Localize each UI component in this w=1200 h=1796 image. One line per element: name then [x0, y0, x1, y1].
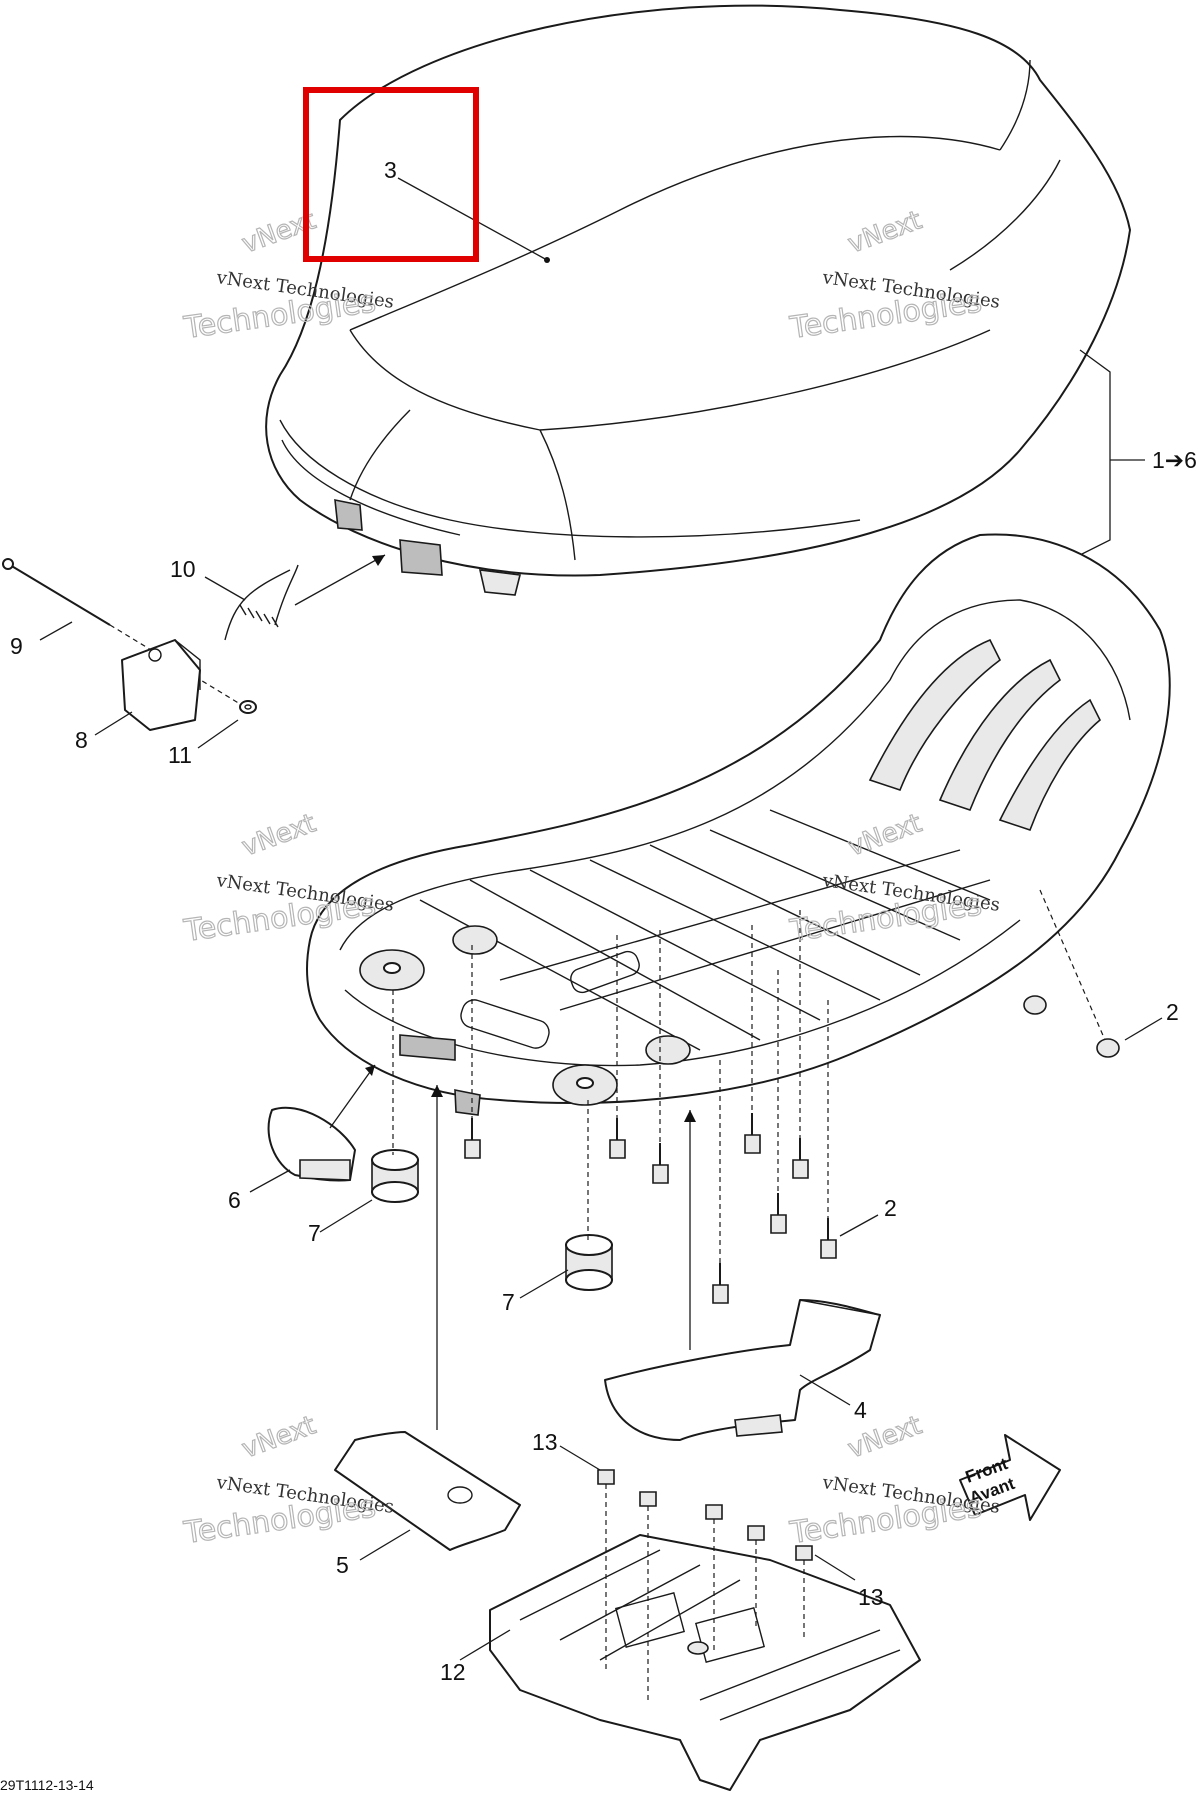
- svg-text:vNext: vNext: [238, 1410, 320, 1464]
- callout-10[interactable]: 10: [170, 556, 196, 582]
- callout-13-lower[interactable]: 13: [858, 1584, 884, 1610]
- latch-bracket-8[interactable]: [121, 639, 201, 731]
- callout-2-lower[interactable]: 2: [884, 1195, 897, 1221]
- seat-cushion[interactable]: [265, 4, 1131, 596]
- svg-text:vNext: vNext: [238, 808, 320, 862]
- skid-plate-12[interactable]: [489, 1534, 921, 1791]
- bolts-13[interactable]: [597, 1469, 813, 1700]
- callout-9[interactable]: 9: [10, 633, 23, 659]
- callout-11[interactable]: 11: [168, 742, 192, 768]
- callout-12[interactable]: 12: [440, 1659, 466, 1685]
- front-arrow: Front Avant: [959, 1434, 1061, 1521]
- callout-7-left[interactable]: 7: [308, 1220, 321, 1246]
- pad-4[interactable]: [604, 1299, 881, 1441]
- callout-5[interactable]: 5: [336, 1552, 349, 1578]
- callout-6[interactable]: 6: [228, 1187, 241, 1213]
- callout-4[interactable]: 4: [854, 1397, 867, 1423]
- callout-8[interactable]: 8: [75, 727, 88, 753]
- nut-7b[interactable]: [565, 1234, 613, 1291]
- nut-7a[interactable]: [371, 1149, 419, 1203]
- highlight-box: [303, 87, 479, 262]
- callout-3[interactable]: 3: [384, 157, 397, 183]
- callout-2-upper[interactable]: 2: [1166, 999, 1179, 1025]
- callout-13-upper[interactable]: 13: [532, 1429, 558, 1455]
- seat-base[interactable]: [306, 533, 1171, 1116]
- spring-10[interactable]: [224, 564, 299, 641]
- studs-2[interactable]: [464, 889, 1120, 1304]
- callout-1-6[interactable]: 1➔6: [1152, 447, 1197, 473]
- assembly-bracket: [1069, 349, 1111, 561]
- pad-5[interactable]: [334, 1431, 521, 1551]
- washer-11[interactable]: [239, 700, 257, 714]
- bumper-6[interactable]: [267, 1106, 356, 1182]
- reference-code: 29T1112-13-14: [0, 1777, 94, 1793]
- bolt-9[interactable]: [2, 558, 111, 626]
- callout-7-center[interactable]: 7: [502, 1289, 515, 1315]
